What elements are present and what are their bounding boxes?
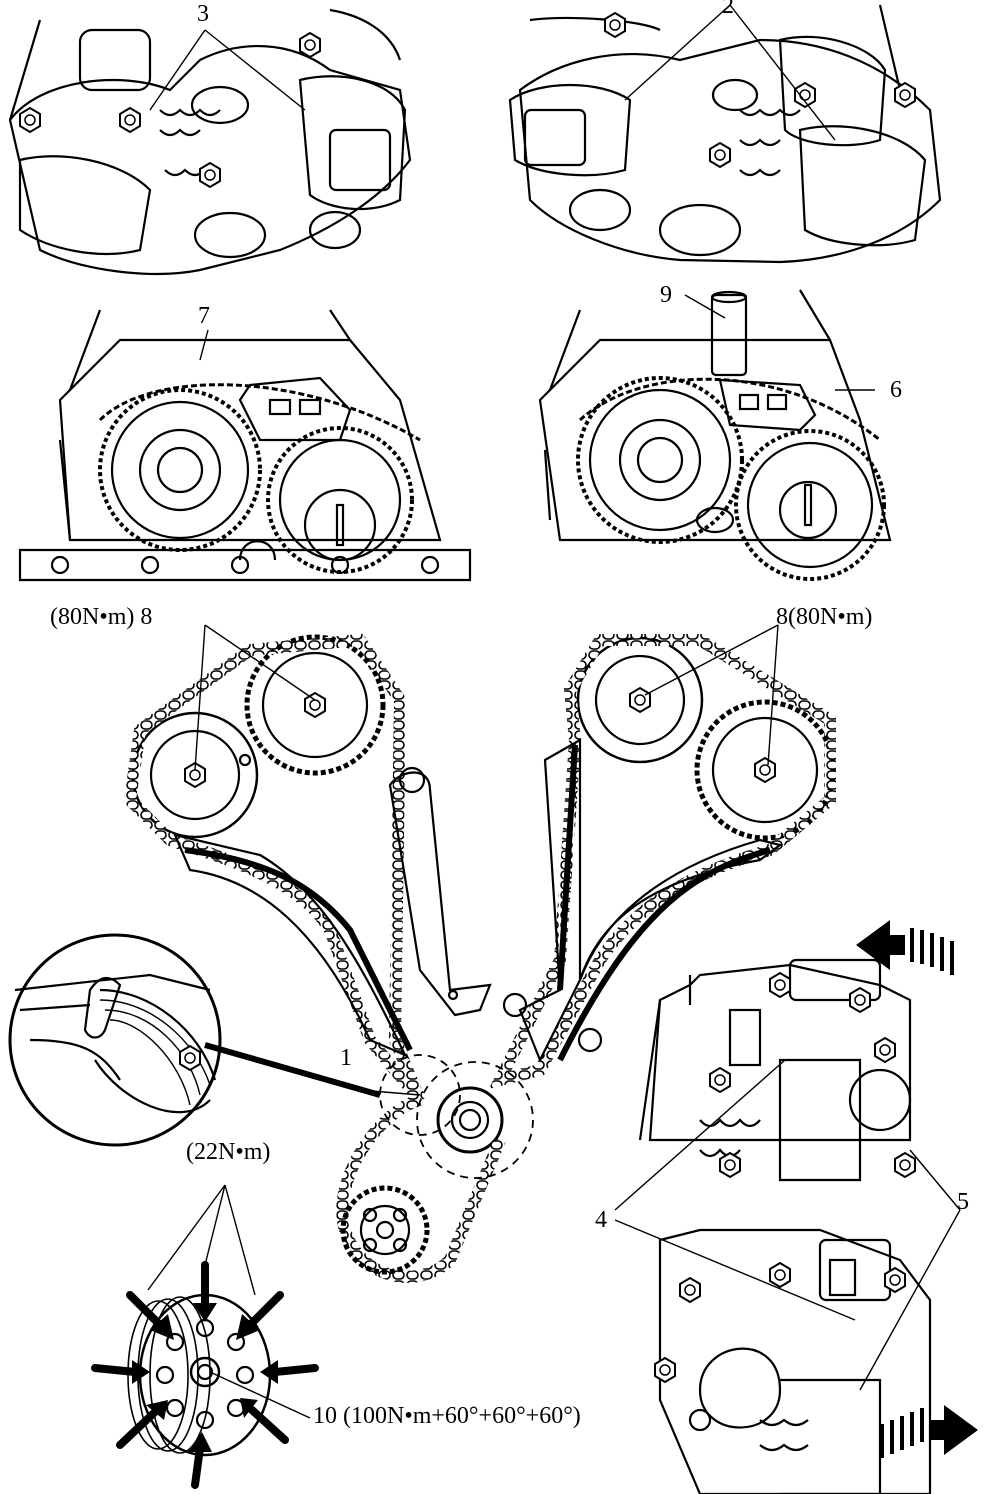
- chain-drive-main: [123, 633, 836, 1283]
- label-2: 2: [722, 0, 734, 19]
- detail-magnifier: [8, 933, 421, 1147]
- arrow-right-icon: [880, 1405, 978, 1458]
- label-8-right-torque: 8(80N•m): [776, 604, 873, 630]
- panel-camshaft-left-top: [8, 8, 412, 275]
- panel-camcap-bottom-right: [614, 958, 961, 1494]
- label-5: 5: [957, 1189, 969, 1215]
- label-1: 1: [340, 1045, 352, 1071]
- label-10-torque: 10 (100N•m+60°+60°+60°): [313, 1403, 581, 1429]
- label-8-left-torque: (80N•m) 8: [50, 604, 153, 630]
- label-7: 7: [198, 303, 210, 329]
- label-22-torque: (22N•m): [186, 1139, 271, 1165]
- torque-arrow-icon: [91, 1261, 319, 1489]
- label-6: 6: [890, 377, 902, 403]
- leader-lines-8: [194, 294, 875, 771]
- panel-sprockets-right: [538, 289, 892, 581]
- label-9: 9: [660, 282, 672, 308]
- label-4: 4: [595, 1207, 607, 1233]
- label-3: 3: [197, 1, 209, 27]
- arrow-left-icon: [856, 920, 954, 975]
- panel-camshaft-right-top: [508, 4, 942, 264]
- panel-sprockets-left: [18, 309, 472, 582]
